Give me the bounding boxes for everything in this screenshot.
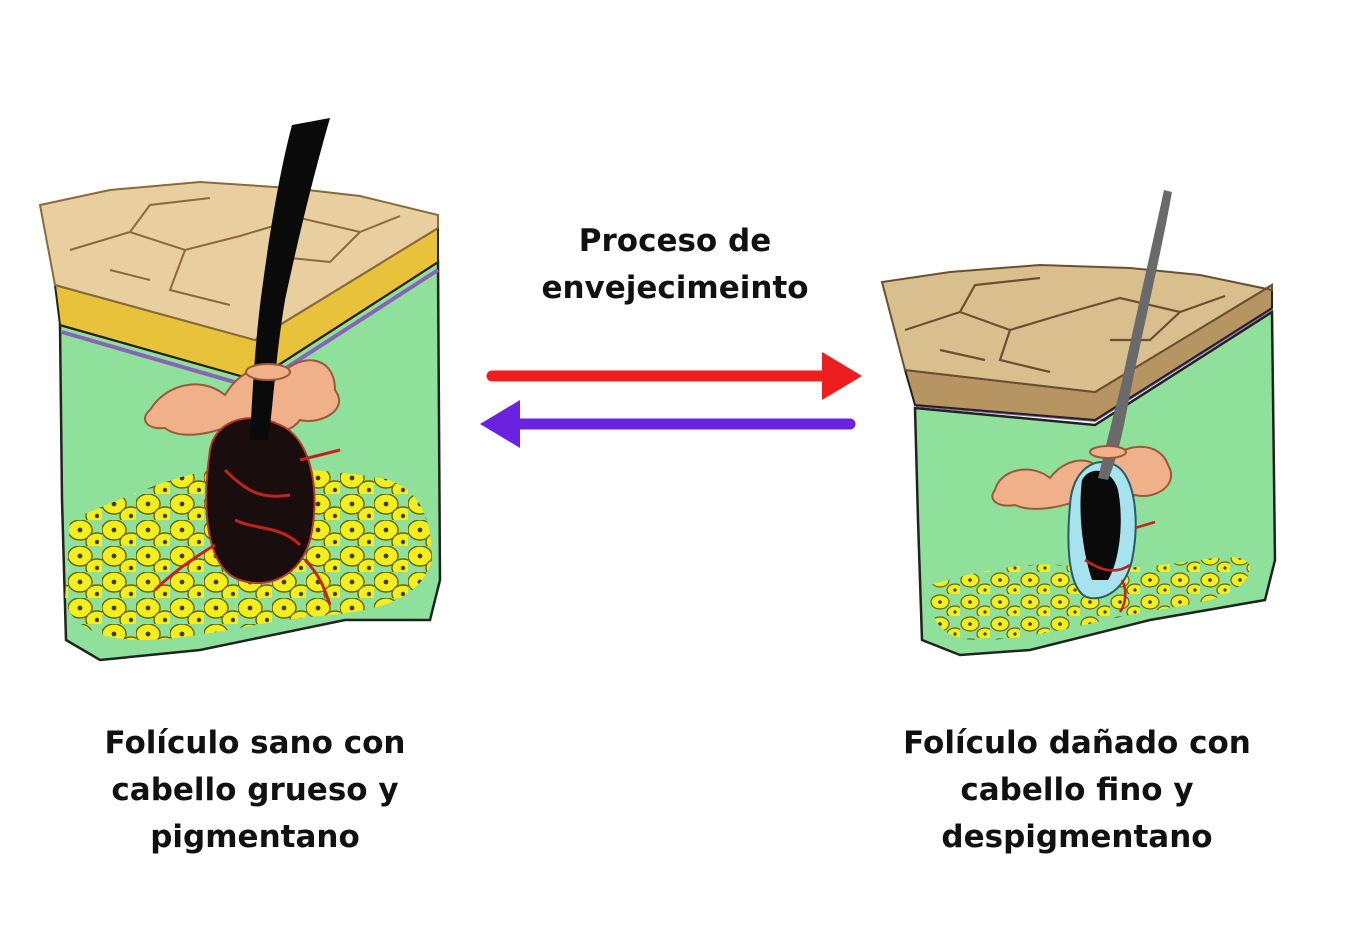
healthy-follicle-caption: Folículo sano con cabello grueso y pigme… xyxy=(55,720,455,861)
damaged-skin-cracks xyxy=(904,276,1226,374)
damaged-epidermis-top xyxy=(880,263,1273,394)
damaged-caption-line3: despigmentano xyxy=(941,819,1213,855)
damaged-follicle-illustration xyxy=(880,190,1277,657)
healthy-caption-line3: pigmentano xyxy=(150,819,360,855)
back-arrow-icon xyxy=(480,400,856,448)
healthy-caption-line1: Folículo sano con xyxy=(104,725,406,761)
healthy-caption-line2: cabello grueso y xyxy=(111,772,399,808)
process-label-line1: Proceso de xyxy=(578,223,772,259)
process-label-line2: envejecimeinto xyxy=(541,270,809,306)
damaged-hair-collar xyxy=(1089,445,1127,459)
forward-arrow-icon xyxy=(486,352,862,400)
damaged-caption-line2: cabello fino y xyxy=(960,772,1194,808)
damaged-blood-vessels xyxy=(1084,520,1156,613)
healthy-follicle-illustration xyxy=(38,118,442,662)
healthy-blood-vessels xyxy=(153,448,341,606)
healthy-hair-collar xyxy=(245,363,291,381)
process-label: Proceso de envejecimeinto xyxy=(475,218,875,312)
healthy-sebaceous-gland xyxy=(144,359,340,436)
healthy-skin-cracks xyxy=(69,195,401,306)
healthy-hair-shaft xyxy=(250,118,330,440)
damaged-hair-shaft xyxy=(1098,190,1172,480)
damaged-follicle-core xyxy=(1080,470,1121,580)
damaged-follicle-caption: Folículo dañado con cabello fino y despi… xyxy=(877,720,1277,861)
healthy-epidermis-top xyxy=(38,180,439,342)
damaged-caption-line1: Folículo dañado con xyxy=(903,725,1251,761)
healthy-follicle-bulb xyxy=(205,417,316,585)
